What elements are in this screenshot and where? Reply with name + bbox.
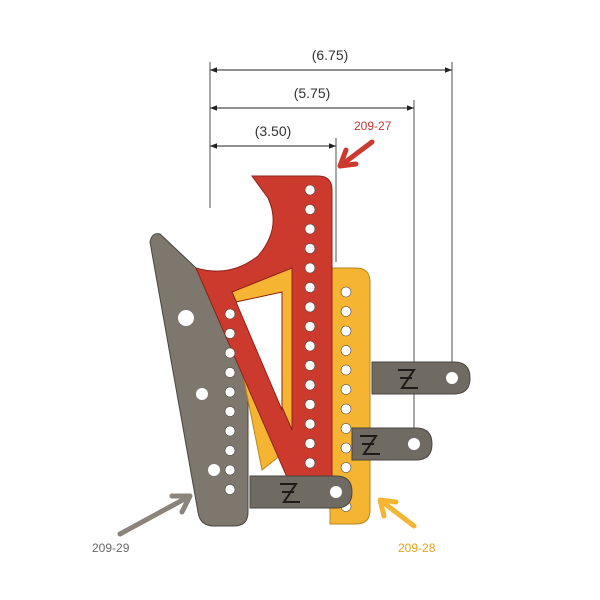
red-hole	[304, 262, 316, 274]
part-label-209-27: 209-27	[354, 119, 392, 133]
red-hole	[304, 399, 316, 410]
dim-label-6-75: (6.75)	[312, 47, 349, 63]
gray-hole-column	[224, 308, 236, 495]
yellow-hole	[340, 286, 352, 298]
gray-hole	[224, 367, 236, 378]
gray-hole	[224, 425, 236, 437]
dim-label-3-50: (3.50)	[255, 123, 292, 139]
tab-middle	[351, 427, 433, 461]
yellow-hole	[340, 325, 352, 337]
red-hole-column	[304, 184, 316, 488]
gray-hole	[224, 406, 236, 417]
arrow-red-icon	[337, 139, 375, 169]
red-hole	[304, 360, 316, 371]
yellow-hole	[340, 403, 352, 415]
tab-upper	[371, 361, 471, 395]
red-plate-window-2	[235, 291, 283, 411]
yellow-hole	[340, 384, 352, 395]
label-yellow: 209-28	[377, 497, 436, 555]
red-hole	[304, 184, 316, 196]
part-label-209-28: 209-28	[398, 541, 436, 555]
yellow-hole	[340, 345, 352, 356]
logo-mark-icon	[398, 369, 418, 389]
arrow-yellow-icon	[377, 497, 417, 529]
red-hole	[304, 379, 316, 391]
yellow-hole	[340, 462, 352, 473]
red-hole	[304, 438, 316, 449]
gray-hole	[224, 347, 236, 359]
red-hole	[304, 204, 316, 215]
red-hole	[304, 340, 316, 352]
red-hole	[304, 457, 316, 469]
red-hole	[304, 282, 316, 293]
yellow-hole	[340, 423, 352, 434]
gray-hole	[224, 328, 236, 339]
part-label-209-29: 209-29	[92, 541, 130, 555]
red-hole	[304, 301, 316, 313]
gray-hole	[224, 445, 236, 456]
yellow-hole	[340, 442, 352, 454]
yellow-hole	[340, 364, 352, 376]
gray-hole	[224, 308, 236, 320]
tab-lower	[249, 475, 353, 509]
gray-hole	[208, 464, 220, 476]
gray-hole	[224, 386, 236, 398]
label-red: 209-27	[337, 119, 392, 169]
red-hole	[304, 223, 316, 235]
gray-hole	[196, 388, 208, 400]
red-hole	[304, 321, 316, 332]
label-gray: 209-29	[92, 493, 193, 555]
yellow-hole-column	[340, 286, 352, 512]
gray-hole	[224, 464, 236, 476]
red-plate-209-27	[195, 175, 333, 499]
gray-large-hole	[178, 310, 194, 326]
red-hole	[304, 243, 316, 254]
dim-label-5-75: (5.75)	[294, 85, 331, 101]
yellow-hole	[340, 306, 352, 317]
logo-mark-icon	[280, 483, 300, 503]
gray-hole	[224, 484, 236, 495]
arrow-gray-icon	[117, 493, 193, 537]
red-hole	[304, 418, 316, 430]
logo-mark-icon	[360, 435, 380, 455]
dimension-group: (6.75) (5.75) (3.50)	[209, 47, 453, 430]
